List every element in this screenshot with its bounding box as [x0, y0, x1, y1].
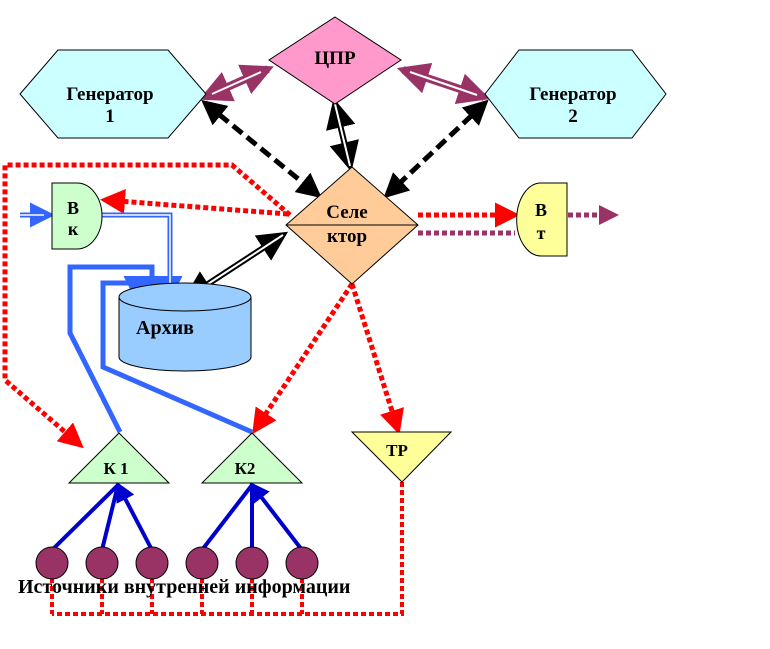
blue-k1-archive: [67, 264, 165, 434]
k2-label: К2: [235, 459, 256, 478]
vk-label-1: В: [67, 198, 79, 218]
k1-node: К 1: [67, 432, 171, 484]
generator-2-node: Генератор 2: [484, 49, 667, 139]
cpr-node: ЦПР: [268, 16, 402, 105]
red-source-drops: [50, 578, 304, 614]
source-circle-4: [185, 546, 219, 580]
selector-label-1: Селе: [326, 202, 367, 223]
vk-shape: [51, 182, 103, 250]
gen1-cpr-inner: [211, 71, 262, 95]
red-selector-to-vk: [100, 189, 289, 217]
source-circle-3: [135, 546, 169, 580]
connections: [2, 62, 619, 616]
source-circle-1: [35, 546, 69, 580]
cpr-label: ЦПР: [314, 48, 356, 69]
tr-node: ТР: [350, 431, 453, 483]
vt-label-1: В: [535, 200, 547, 220]
vk-node: В к: [51, 182, 103, 250]
archive-node: Архив: [118, 282, 252, 372]
generator-2-label-2: 2: [568, 106, 578, 127]
generator-1-shape: [19, 49, 207, 139]
dblue-sources-k2: [200, 485, 304, 552]
k1-label: К 1: [103, 459, 128, 478]
black-gen2-selector: [383, 99, 489, 199]
red-selector-to-k2: [252, 282, 355, 435]
selector-node: Селе ктор: [285, 166, 419, 285]
tr-label: ТР: [386, 441, 408, 460]
generator-1-node: Генератор 1: [19, 49, 207, 139]
cpr-selector-inner: [334, 103, 351, 167]
generator-1-label-2: 1: [105, 106, 115, 127]
vt-shape: [516, 182, 568, 257]
vt-label-2: т: [537, 223, 546, 243]
generator-2-shape: [484, 49, 667, 139]
cpr-gen2-inner: [409, 71, 478, 96]
dblue-sources-k1: [50, 485, 154, 552]
sources-caption: Источники внутренней информации: [18, 576, 350, 598]
source-circle-6: [285, 546, 319, 580]
archive-body: [118, 297, 252, 372]
generator-1-label-1: Генератор: [66, 84, 153, 105]
red-tr-to-sources: [52, 482, 404, 616]
tr-shape: [350, 431, 453, 483]
black-gen1-selector: [201, 99, 322, 199]
vk-label-2: к: [68, 219, 79, 239]
generator-2-label-1: Генератор: [529, 84, 616, 105]
source-circle-5: [235, 546, 269, 580]
archive-label: Архив: [136, 317, 194, 339]
k1-shape: [67, 432, 171, 484]
sources: Источники внутренней информации: [18, 546, 350, 598]
cpr-shape: [268, 16, 402, 105]
vt-node: В т: [516, 182, 568, 257]
selector-label-2: ктор: [327, 226, 367, 247]
archive-top: [118, 282, 252, 312]
source-circle-2: [85, 546, 119, 580]
k2-node: К2: [200, 432, 304, 484]
blue-vk-archive-inner: [102, 214, 171, 290]
k2-shape: [200, 432, 304, 484]
red-selector-to-tr: [349, 283, 404, 435]
